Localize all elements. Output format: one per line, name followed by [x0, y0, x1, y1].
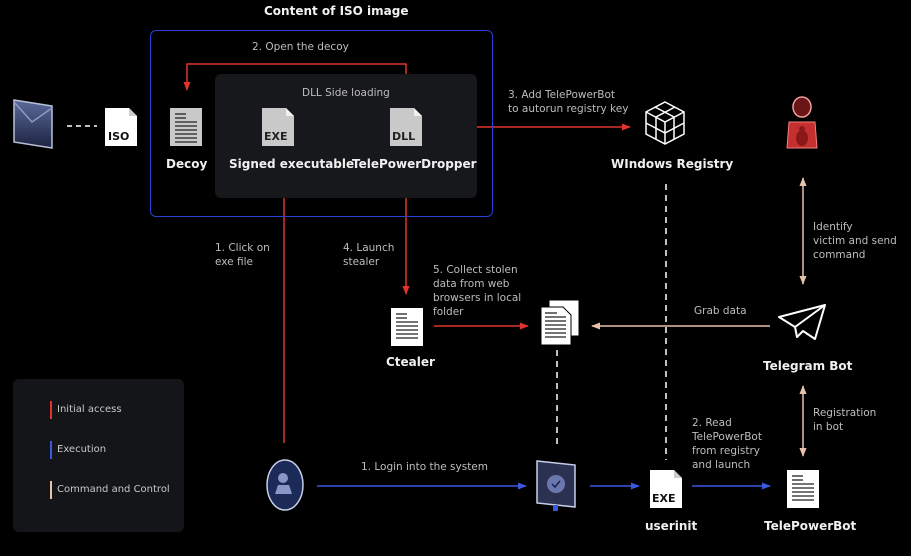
- decoy-document-icon: [170, 108, 202, 150]
- telegram-plane-icon: [777, 303, 827, 347]
- registry-cubes-icon: [644, 100, 686, 150]
- userinit-exe-badge: EXE: [652, 492, 676, 505]
- decoy-label: Decoy: [166, 157, 208, 171]
- iso-content-box: [150, 30, 493, 217]
- attacker-icon: [785, 96, 821, 160]
- step-add-autorun: 3. Add TelePowerBot to autorun registry …: [508, 89, 629, 115]
- telepowerdropper-label: TelePowerDropper: [352, 157, 477, 171]
- dll-side-loading-label: DLL Side loading: [302, 87, 390, 99]
- telepowerbot-label: TelePowerBot: [764, 519, 857, 533]
- step-identify-victim: Identify victim and send command: [813, 221, 897, 261]
- legend-command-and-control: Command and Control: [50, 481, 170, 499]
- step-collect-data: 5. Collect stolen data from web browsers…: [433, 264, 522, 318]
- step-click-exe: 1. Click on exe file: [215, 242, 270, 268]
- step-launch-stealer: 4. Launch stealer: [343, 242, 395, 268]
- stolen-data-files-icon: [540, 298, 580, 350]
- user-avatar-icon: [265, 458, 305, 516]
- step-registration: Registration in bot: [813, 407, 877, 433]
- step-grab-data: Grab data: [694, 305, 747, 317]
- iso-file-label: ISO: [108, 130, 129, 143]
- step-read-launch: 2. Read TelePowerBot from registry and l…: [692, 417, 762, 471]
- telepowerbot-document-icon: [787, 470, 819, 512]
- windows-registry-label: WIndows Registry: [611, 157, 734, 171]
- system-check-icon: [535, 459, 577, 517]
- legend-panel: Initial access Execution Command and Con…: [13, 379, 184, 532]
- legend-initial-access: Initial access: [50, 401, 122, 419]
- diagram-title: Content of ISO image: [264, 4, 409, 18]
- dll-file-icon: DLL: [390, 108, 422, 150]
- telegram-bot-label: Telegram Bot: [763, 359, 853, 373]
- exe-file-icon: EXE: [262, 108, 294, 150]
- step-login: 1. Login into the system: [361, 461, 488, 473]
- userinit-exe-icon: EXE: [650, 470, 682, 512]
- iso-file-icon: ISO: [105, 108, 137, 150]
- signed-executable-label: Signed executable: [229, 157, 355, 171]
- legend-execution: Execution: [50, 441, 106, 459]
- ctealer-label: Ctealer: [386, 355, 435, 369]
- exe-badge: EXE: [264, 130, 288, 143]
- step-open-decoy: 2. Open the decoy: [252, 41, 349, 53]
- userinit-label: userinit: [645, 519, 698, 533]
- dll-side-loading-panel: [215, 74, 477, 198]
- ctealer-document-icon: [391, 308, 423, 350]
- mail-icon: [12, 98, 54, 154]
- dll-badge: DLL: [392, 130, 415, 143]
